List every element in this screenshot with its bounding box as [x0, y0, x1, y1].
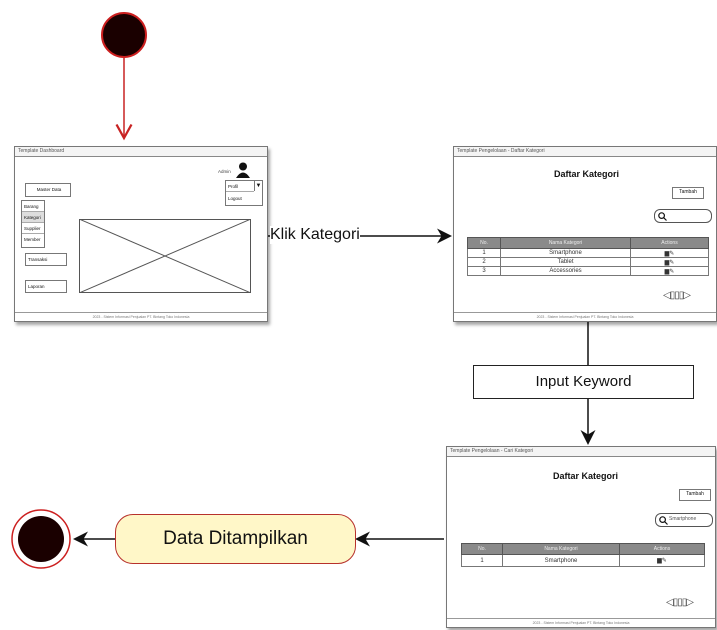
col-actions: Actions: [619, 543, 705, 555]
menu-master-data-label: Master Data: [36, 187, 62, 192]
cell-nama: Smartphone: [502, 554, 620, 567]
kategori-list-wireframe: Template Pengelolaan - Daftar Kategori D…: [453, 146, 717, 322]
page-title: Daftar Kategori: [553, 471, 619, 481]
table-row: 1 Smartphone ▆✎: [467, 248, 709, 258]
menu-item-supplier[interactable]: Supplier: [22, 223, 44, 234]
delete-icon[interactable]: ▆: [664, 268, 670, 275]
menu-laporan[interactable]: Laporan: [25, 280, 67, 293]
cell-no: 3: [467, 266, 501, 276]
table-header-row: No. Nama Kategori Actions: [461, 543, 705, 555]
menu-item-barang[interactable]: Barang: [22, 201, 44, 212]
cell-actions: ▆✎: [630, 248, 709, 258]
cell-nama: Accessories: [500, 266, 631, 276]
tambah-button[interactable]: Tambah: [679, 489, 711, 501]
input-keyword-box: Input Keyword: [473, 365, 694, 399]
menu-list: Barang Kategori Supplier Member: [21, 200, 45, 248]
window-title: Template Pengelolaan - Cari Kategori: [447, 447, 715, 457]
menu-transaksi[interactable]: Transaksi: [25, 253, 67, 266]
initial-node: [101, 12, 147, 58]
window-footer: 2023 - Sistem Informasi Penjualan PT. Bi…: [447, 618, 715, 627]
menu-transaksi-label: Transaksi: [28, 257, 48, 262]
col-nama-kategori: Nama Kategori: [502, 543, 620, 555]
pagination[interactable]: ◁▯▯▯▷: [666, 597, 694, 608]
admin-label: Admin: [218, 169, 231, 174]
delete-icon[interactable]: ▆: [657, 558, 662, 564]
search-value: Smartphone: [669, 516, 697, 522]
search-input[interactable]: [654, 209, 712, 223]
menu-master-data[interactable]: Master Data: [25, 183, 71, 197]
edge-label-klik-kategori: Klik Kategori: [270, 226, 360, 244]
table-row: 3 Accessories ▆✎: [467, 266, 709, 276]
table-row: 1 Smartphone ▆✎: [461, 554, 705, 567]
col-nama-kategori: Nama Kategori: [500, 237, 631, 249]
chevron-down-icon: ▼: [254, 181, 262, 191]
edit-icon[interactable]: ✎: [669, 259, 675, 266]
page-title: Daftar Kategori: [554, 169, 620, 179]
col-no: No.: [467, 237, 501, 249]
window-title: Template Pengelolaan - Daftar Kategori: [454, 147, 716, 157]
tambah-button[interactable]: Tambah: [672, 187, 704, 199]
data-ditampilkan-action: Data Ditampilkan: [115, 514, 356, 564]
edit-icon[interactable]: ✎: [669, 268, 675, 275]
kategori-table: No. Nama Kategori Actions 1 Smartphone ▆…: [461, 543, 705, 567]
cell-no: 1: [461, 554, 503, 567]
dropdown-item-logout[interactable]: Logout: [228, 196, 242, 201]
table-row: 2 Tablet ▆✎: [467, 257, 709, 267]
final-node-core: [18, 516, 64, 562]
cell-no: 1: [467, 248, 501, 258]
cell-no: 2: [467, 257, 501, 267]
menu-laporan-label: Laporan: [28, 284, 45, 289]
window-footer: 2023 - Sistem Informasi Penjualan PT. Bi…: [454, 312, 716, 321]
table-header-row: No. Nama Kategori Actions: [467, 237, 709, 249]
content-placeholder-image: [79, 219, 251, 293]
data-ditampilkan-label: Data Ditampilkan: [163, 528, 308, 549]
cell-nama: Smartphone: [500, 248, 631, 258]
user-dropdown[interactable]: Profil Logout ▼: [225, 180, 263, 206]
cell-actions: ▆✎: [619, 554, 705, 567]
kategori-search-wireframe: Template Pengelolaan - Cari Kategori Daf…: [446, 446, 716, 628]
dashboard-wireframe: Template Dashboard Admin Profil Logout ▼…: [14, 146, 268, 322]
cell-actions: ▆✎: [630, 257, 709, 267]
edit-icon[interactable]: ✎: [661, 558, 667, 564]
input-keyword-label: Input Keyword: [535, 373, 632, 390]
menu-item-member[interactable]: Member: [24, 237, 41, 242]
search-icon: [659, 516, 668, 525]
menu-item-kategori[interactable]: Kategori: [22, 212, 44, 223]
col-actions: Actions: [630, 237, 709, 249]
edit-icon[interactable]: ✎: [669, 250, 675, 257]
pagination[interactable]: ◁▯▯▯▷: [663, 290, 691, 301]
search-icon: [658, 212, 667, 221]
user-icon: [236, 162, 250, 178]
cell-nama: Tablet: [500, 257, 631, 267]
dropdown-item-profil[interactable]: Profil: [226, 181, 254, 192]
kategori-table: No. Nama Kategori Actions 1 Smartphone ▆…: [467, 237, 709, 276]
cell-actions: ▆✎: [630, 266, 709, 276]
delete-icon[interactable]: ▆: [664, 259, 670, 266]
window-title: Template Dashboard: [15, 147, 267, 157]
delete-icon[interactable]: ▆: [664, 250, 670, 257]
window-footer: 2023 - Sistem Informasi Penjualan PT. Bi…: [15, 312, 267, 321]
search-input[interactable]: Smartphone: [655, 513, 713, 527]
col-no: No.: [461, 543, 503, 555]
